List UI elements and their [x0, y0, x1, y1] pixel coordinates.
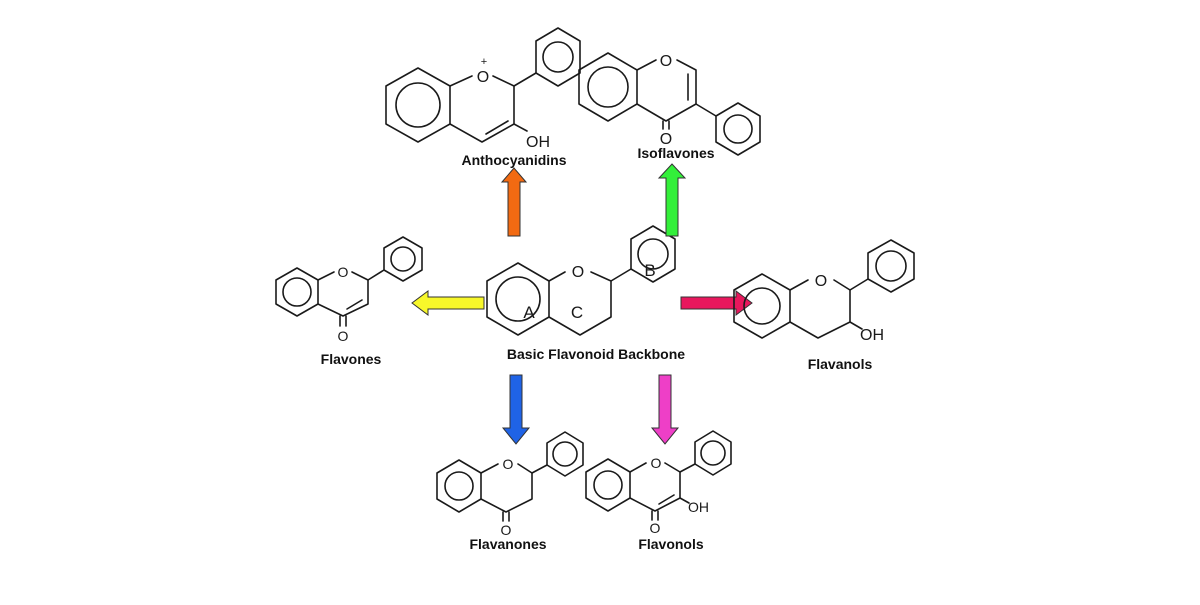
flavonol-hydroxyl: OH: [688, 499, 709, 515]
backbone-label: Basic Flavonoid Backbone: [507, 346, 685, 362]
structure-flavanols: O OH Flavanols: [733, 239, 915, 372]
structure-flavones: O O Flavones: [275, 236, 423, 367]
structure-flavanones: O O Flavanones: [436, 431, 584, 552]
arrow-to-anthocyanidins: [500, 167, 528, 237]
arrow-to-flavonols: [650, 374, 680, 445]
flavanones-label: Flavanones: [469, 536, 546, 552]
anthocyanidins-label: Anthocyanidins: [461, 152, 566, 168]
flavonol-carbonyl-oxygen: O: [650, 520, 661, 536]
structure-isoflavones: O O Isoflavones: [578, 52, 761, 161]
isoflavone-carbonyl-oxygen: O: [660, 131, 672, 148]
ring-c-label: C: [571, 303, 583, 322]
anthocyanidin-charge: +: [481, 56, 487, 68]
structure-flavonols: O O OH Flavonols: [585, 430, 732, 552]
arrow-to-flavones: [411, 290, 485, 316]
flavone-ring-oxygen: O: [338, 264, 349, 280]
arrow-to-flavanols: [680, 290, 753, 316]
arrow-to-flavanones: [501, 374, 531, 445]
backbone-oxygen-atom: O: [572, 264, 584, 281]
flavonol-ring-oxygen: O: [651, 455, 662, 471]
ring-a-label: A: [523, 303, 535, 322]
flavone-carbonyl-oxygen: O: [338, 328, 349, 344]
flavanols-label: Flavanols: [808, 356, 873, 372]
anthocyanidin-oxygen-atom: O: [477, 69, 489, 86]
flavanone-carbonyl-oxygen: O: [501, 522, 512, 538]
isoflavone-ring-oxygen: O: [660, 53, 672, 70]
flavanol-hydroxyl: OH: [860, 327, 884, 344]
anthocyanidin-hydroxyl: OH: [526, 134, 550, 151]
flavonols-label: Flavonols: [638, 536, 704, 552]
structure-anthocyanidins: O + OH Anthocyanidins: [385, 27, 581, 168]
flavanone-ring-oxygen: O: [503, 456, 514, 472]
ring-b-label: B: [644, 261, 655, 280]
flavones-label: Flavones: [321, 351, 382, 367]
structure-backbone: O A C B Basic Flavonoid Backbone: [486, 225, 685, 362]
flavanol-ring-oxygen: O: [815, 273, 827, 290]
isoflavones-label: Isoflavones: [637, 145, 714, 161]
arrow-to-isoflavones: [657, 163, 687, 237]
